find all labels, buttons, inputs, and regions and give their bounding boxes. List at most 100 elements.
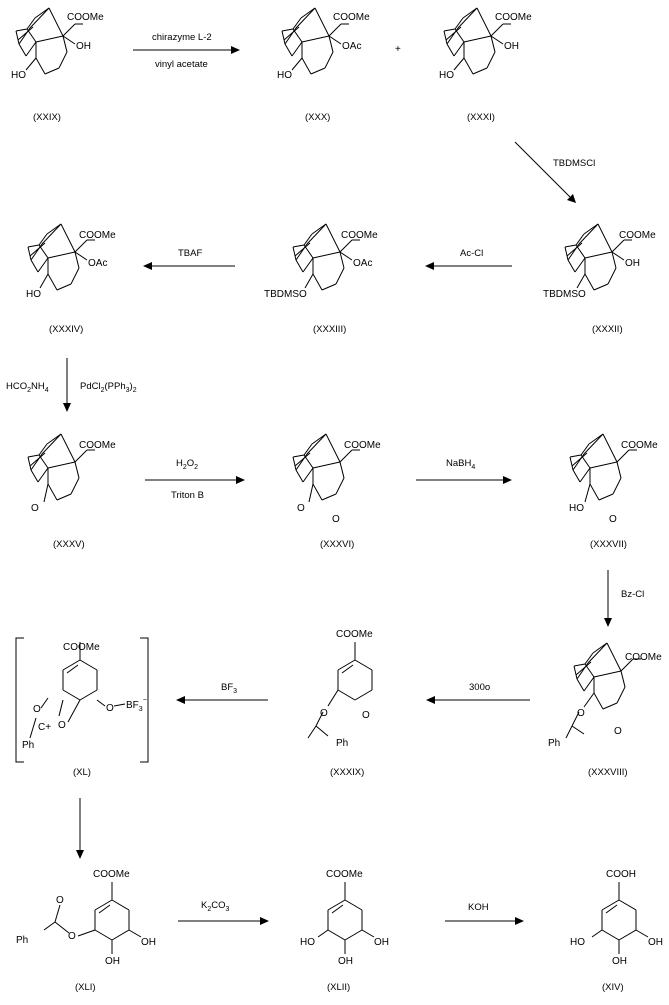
epoxide-o-label: O [332,514,340,525]
ho-label: HO [570,937,585,948]
ring-XLII [327,881,363,941]
cooMe-label: COOMe [93,869,130,880]
compound-XXXIV: COOMe OAc HO (XXXIV) [26,223,116,335]
epoxide-o-label: O [609,514,617,525]
oh-label-1: OH [612,956,627,967]
compound-label: (XXXII) [592,324,623,335]
bf3-anion-label: BF3− [126,697,147,713]
oh-label-1: OH [338,956,353,967]
oac-label: OAc [88,258,107,269]
ho-label: HO [439,70,454,81]
o-label: O [31,503,39,514]
cooMe-label: COOMe [79,440,116,451]
oh-label: OH [625,258,640,269]
arrow-r8: Bz-Cl [604,570,644,627]
compound-label: (XL) [73,767,91,778]
cooMe-label: COOMe [336,629,373,640]
reagent-r2: TBDMSCl [553,158,595,169]
bond [304,273,314,289]
bond [583,692,595,708]
bond [54,921,70,934]
bond [591,929,603,938]
oac-label: OAc [342,41,361,52]
oh-label: OH [76,41,91,52]
ketone-o-label: O [297,503,305,514]
bond [308,483,314,503]
arrow-r10: BF3 [176,682,268,704]
ester-o-label: O [320,708,328,719]
bond [62,35,76,45]
reagent-r6-top: H2O2 [176,458,198,471]
ho-label: HO [26,289,41,300]
compound-label: (XLI) [75,982,96,993]
arrow-r5: HCO2NH4 PdCl2(PPh3)2 [6,358,137,412]
compound-XXXIX: COOMe O O Ph (XXXIX) [307,629,373,778]
bond [571,725,585,735]
arrowhead [567,194,576,203]
compound-label: (XXXIV) [49,324,83,335]
ring-XLI [94,881,130,941]
bond [29,717,37,739]
bond [635,929,649,938]
arrow-r12: K2CO3 [178,900,269,925]
ketone-o-label: O [56,895,64,906]
ring-XIV [601,881,637,941]
arrow-r6: H2O2 Triton B [145,458,245,501]
bond [307,725,317,739]
arrowhead [76,850,84,859]
arrowhead [63,403,71,412]
oh-label-1: OH [105,956,120,967]
compound-XIV: COOH HO OH OH (XIV) [570,869,663,993]
ph-label: Ph [22,740,34,751]
compound-label: (XXIX) [33,112,61,123]
reagent-r3: Ac-Cl [460,248,483,259]
bond [453,57,465,71]
compound-XXXV: COOMe O (XXXV) [27,433,116,550]
bond [339,251,353,261]
bond [39,273,49,289]
bond [565,725,573,739]
left-bracket [15,637,24,763]
cooMe-label: COOMe [341,230,378,241]
o-ring-bottom-label: O [58,720,66,731]
bond [291,57,303,71]
bond [43,921,56,931]
ho-label: HO [277,70,292,81]
bond [67,699,81,723]
arrowhead [604,618,612,627]
bond [328,35,342,45]
bond [315,725,329,737]
ester-o-label: O [68,931,76,942]
ring-XXXIX [337,641,373,701]
reagent-r1-bottom: vinyl acetate [155,59,208,70]
compound-XLII: COOMe HO OH OH (XLII) [300,869,389,993]
arrowhead [236,476,245,484]
reagent-r9: 300o [469,682,490,693]
cooMe-label: COOMe [621,440,658,451]
compound-XXIX: COOMe OH HO (XXIX) [11,7,104,123]
plus-sign: + [395,44,401,55]
compound-XXXVII: COOMe HO O (XXXVII) [569,433,658,550]
epoxide-o-label: O [362,710,370,721]
o-label: O [106,703,114,714]
bond [74,251,88,261]
bond [40,697,49,709]
oh-label-2: OH [648,937,663,948]
bond [361,929,375,938]
ph-label: Ph [336,738,348,749]
bond [317,929,329,938]
bond [490,35,504,45]
epoxide-o-label: O [614,726,622,737]
cooMe-label: COOMe [333,12,370,23]
bond [315,711,324,727]
tbdmso-label: TBDMSO [543,289,586,300]
compound-label: (XXXVIII) [588,767,628,778]
compound-label: (XXXV) [53,539,85,550]
compound-label: (XXXVI) [320,539,354,550]
arrowhead [260,917,269,925]
arrowhead [425,262,434,270]
compound-label: (XLII) [327,982,350,993]
cooMe-label: COOMe [67,12,104,23]
bond [327,689,339,707]
oh-label-2: OH [141,937,156,948]
